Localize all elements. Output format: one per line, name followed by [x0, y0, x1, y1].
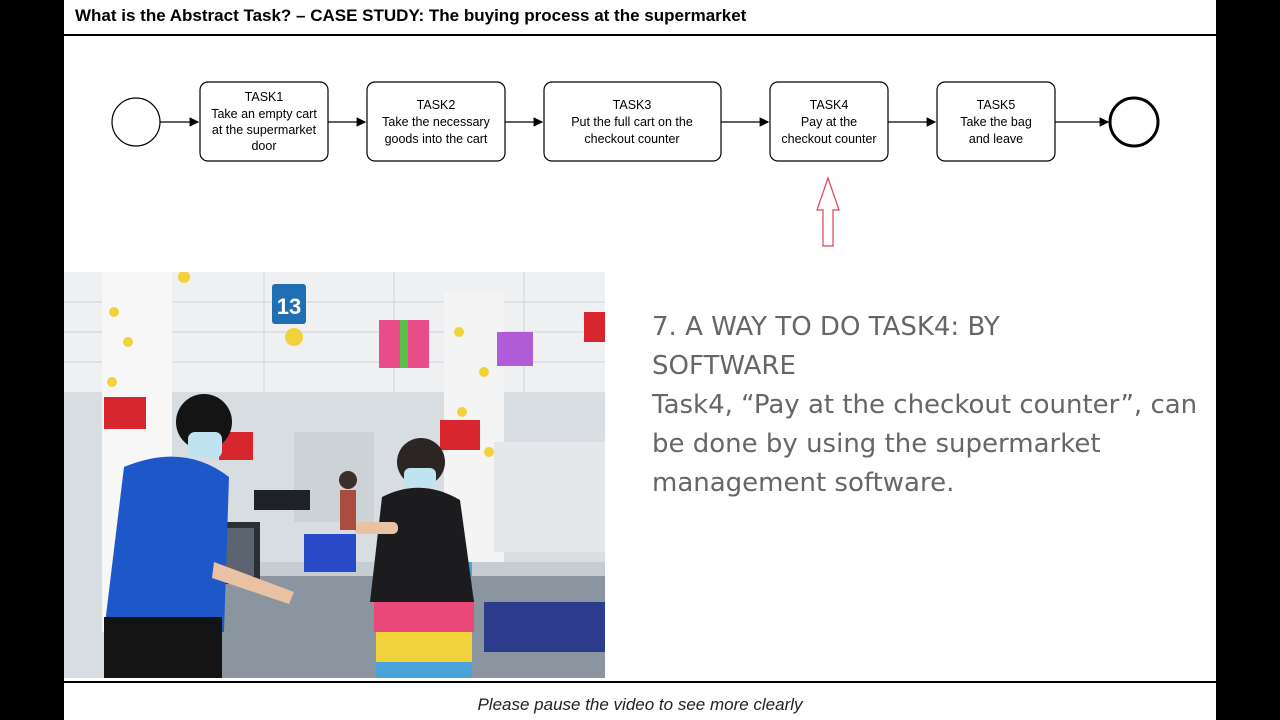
start-event: [111, 97, 161, 147]
task4-line2: checkout counter: [781, 132, 876, 146]
section-heading-line2: SOFTWARE: [652, 351, 796, 381]
process-diagram: TASK1 Take an empty cart at the supermar…: [111, 81, 1160, 247]
slide-title: What is the Abstract Task? – CASE STUDY:…: [75, 6, 747, 25]
task2-id: TASK2: [417, 98, 456, 112]
section-heading-line1: 7. A WAY TO DO TASK4: BY: [652, 312, 1000, 342]
task2-line2: goods into the cart: [385, 132, 488, 146]
task1-line2: at the supermarket: [212, 123, 317, 137]
task5-line1: Take the bag: [960, 115, 1032, 129]
highlight-up-arrow-icon: [816, 176, 840, 247]
task5-line2: and leave: [969, 132, 1023, 146]
task3-box: TASK3 Put the full cart on the checkout …: [543, 81, 722, 162]
footer-bar: Please pause the video to see more clear…: [64, 681, 1216, 720]
end-event: [1108, 96, 1160, 148]
checkout-scene-image: 13: [64, 272, 605, 678]
title-bar: What is the Abstract Task? – CASE STUDY:…: [64, 0, 1216, 36]
task4-line1: Pay at the: [801, 115, 857, 129]
task2-line1: Take the necessary: [382, 115, 490, 129]
task1-id: TASK1: [245, 90, 284, 104]
task5-id: TASK5: [977, 98, 1016, 112]
task1-box: TASK1 Take an empty cart at the supermar…: [199, 81, 329, 162]
content-text: 7. A WAY TO DO TASK4: BY SOFTWARE Task4,…: [652, 308, 1212, 503]
task3-id: TASK3: [613, 98, 652, 112]
svg-text:13: 13: [277, 294, 301, 319]
task4-box: TASK4 Pay at the checkout counter: [769, 81, 889, 162]
slide: What is the Abstract Task? – CASE STUDY:…: [64, 0, 1216, 720]
section-paragraph: Task4, “Pay at the checkout counter”, ca…: [652, 390, 1198, 498]
task1-line1: Take an empty cart: [211, 107, 317, 121]
task3-line2: checkout counter: [584, 132, 679, 146]
task3-line1: Put the full cart on the: [571, 115, 693, 129]
task5-box: TASK5 Take the bag and leave: [936, 81, 1056, 162]
supermarket-checkout-photo: 13: [64, 272, 605, 678]
footer-note: Please pause the video to see more clear…: [477, 695, 803, 714]
task2-box: TASK2 Take the necessary goods into the …: [366, 81, 506, 162]
task4-id: TASK4: [810, 98, 849, 112]
task1-line3: door: [251, 139, 276, 153]
